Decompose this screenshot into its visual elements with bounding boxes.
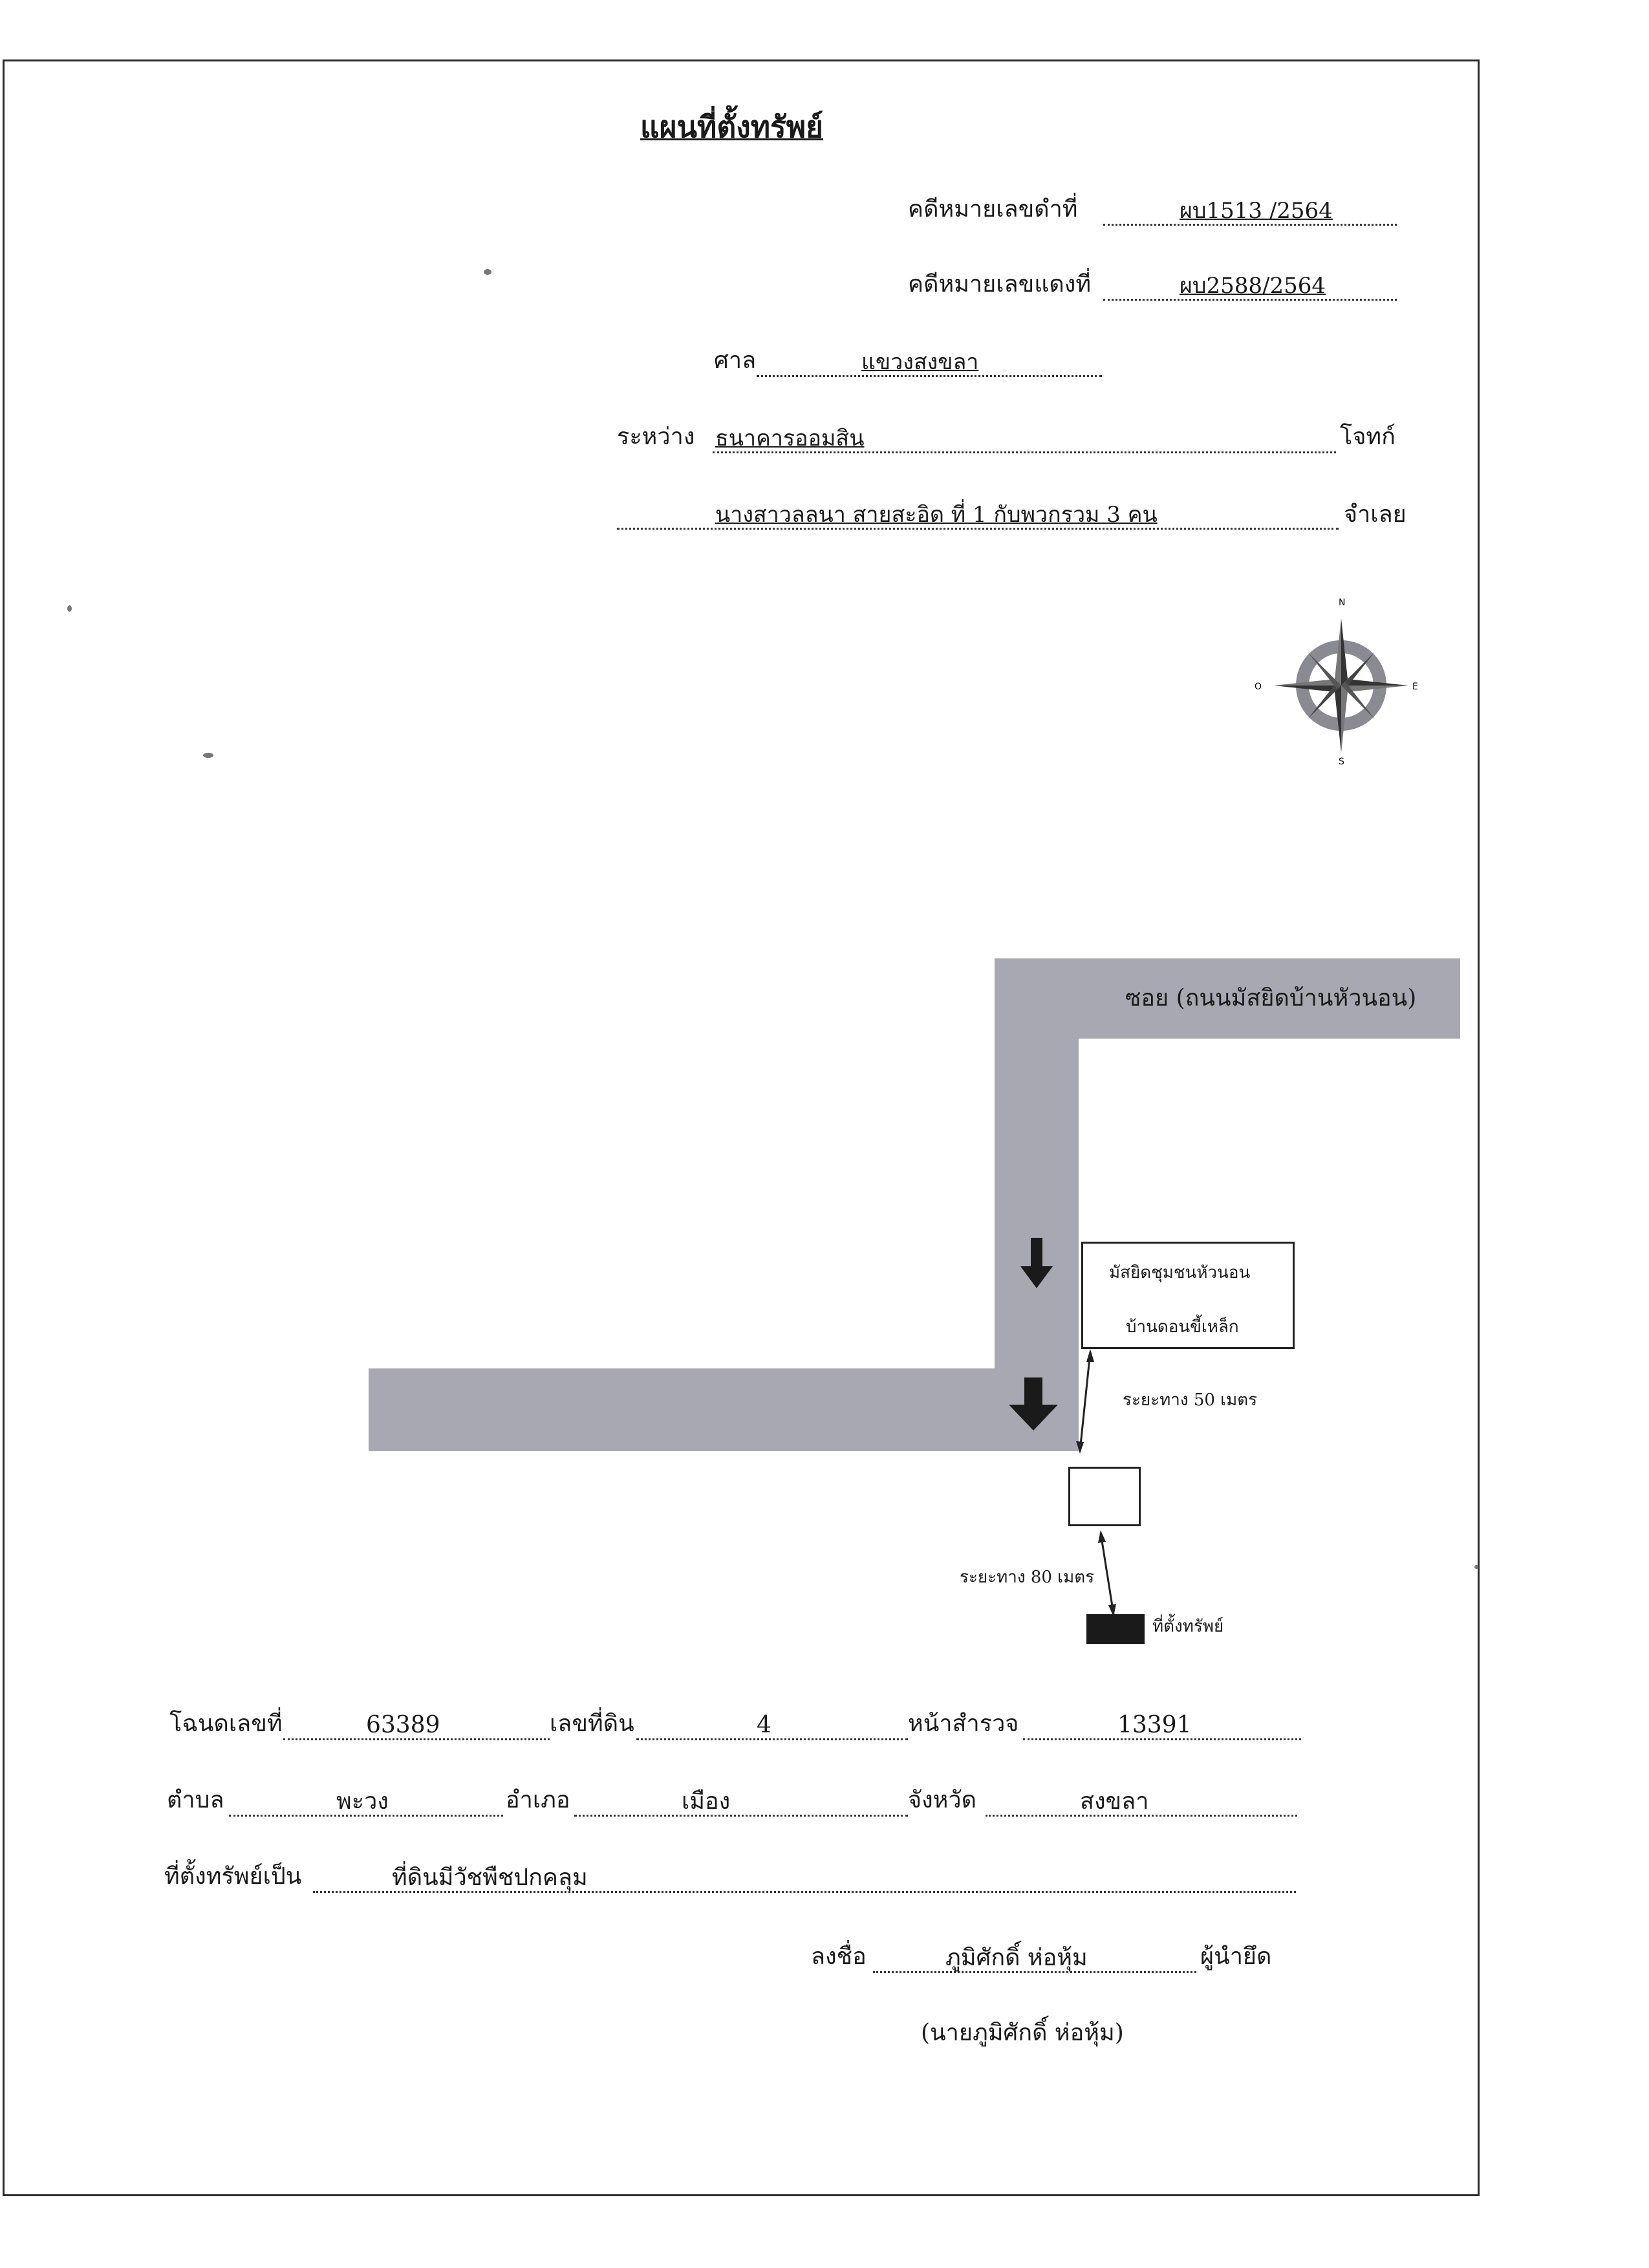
red-case-value: ผบ2588/2564 <box>1180 273 1326 299</box>
distance-80-label: ระยะทาง 80 เมตร <box>960 1568 1095 1587</box>
scan-speck <box>67 605 72 612</box>
scan-speck <box>203 753 213 758</box>
compass-rose-icon: N E S O <box>1255 598 1418 767</box>
tambon-label: ตำบล <box>167 1787 224 1813</box>
land-no-value: 4 <box>757 1712 771 1738</box>
road-horizontal-bottom <box>369 1368 1079 1451</box>
province-field: สงขลา <box>986 1789 1297 1817</box>
property-label: ที่ตั้งทรัพย์ <box>1152 1617 1224 1636</box>
province-value: สงขลา <box>1080 1788 1149 1815</box>
plaintiff-role: โจทก์ <box>1340 424 1396 450</box>
compass-w: O <box>1255 682 1262 692</box>
amphoe-field: เมือง <box>574 1789 908 1817</box>
black-case-value: ผบ1513 /2564 <box>1180 198 1333 224</box>
location-field: ที่ดินมีวัชพืชปกคลุม <box>313 1865 1296 1893</box>
black-case-field: ผบ1513 /2564 <box>1103 198 1397 226</box>
deed-label: โฉนดเลขที่ <box>169 1711 283 1737</box>
amphoe-value: เมือง <box>682 1788 731 1815</box>
tambon-field: พะวง <box>229 1789 503 1817</box>
signature-field: ภูมิศักดิ์ ห่อหุ้ม <box>873 1945 1196 1973</box>
location-value: ที่ดินมีวัชพืชปกคลุม <box>392 1864 588 1891</box>
land-no-label: เลขที่ดิน <box>550 1711 634 1737</box>
arrow-down-icon <box>1020 1238 1053 1288</box>
province-label: จังหวัด <box>908 1787 976 1813</box>
survey-field: 13391 <box>1023 1712 1301 1740</box>
intermediate-box <box>1068 1467 1141 1526</box>
property-marker <box>1086 1614 1145 1644</box>
scan-speck <box>484 269 491 275</box>
arrow-down-icon <box>1009 1377 1058 1431</box>
red-case-label: คดีหมายเลขแดงที่ <box>908 271 1092 297</box>
printed-name: (นายภูมิศักดิ์ ห่อหุ้ม) <box>921 2020 1124 2046</box>
court-value: แขวงสงขลา <box>861 349 979 375</box>
between-label: ระหว่าง <box>617 424 695 450</box>
tambon-value: พะวง <box>336 1788 389 1815</box>
deed-value: 63389 <box>366 1712 440 1738</box>
compass-e: E <box>1412 682 1418 692</box>
plaintiff-value: ธนาคารออมสิน <box>715 426 865 451</box>
signature-label: ลงชื่อ <box>811 1943 867 1970</box>
distance-arrows <box>1076 1349 1116 1617</box>
deed-field: 63389 <box>283 1712 550 1740</box>
land-no-field: 4 <box>636 1712 908 1740</box>
plaintiff-field: ธนาคารออมสิน <box>713 426 1336 453</box>
signature-role: ผู้นำยึด <box>1200 1943 1272 1970</box>
court-field: แขวงสงขลา <box>757 349 1102 377</box>
page-border <box>3 59 1480 2196</box>
road-label: ซอย (ถนนมัสยิดบ้านหัวนอน) <box>1125 985 1417 1011</box>
scan-speck <box>1474 1565 1478 1569</box>
mosque-name-line2: บ้านดอนขี้เหล็ก <box>1126 1317 1239 1337</box>
survey-label: หน้าสำรวจ <box>908 1711 1019 1737</box>
compass-s: S <box>1339 757 1344 767</box>
black-case-label: คดีหมายเลขดำที่ <box>908 196 1078 222</box>
defendant-value: นางสาวลลนา สายสะอิด ที่ 1 กับพวกรวม 3 คน <box>715 502 1158 528</box>
defendant-field: นางสาวลลนา สายสะอิด ที่ 1 กับพวกรวม 3 คน <box>617 502 1339 530</box>
amphoe-label: อำเภอ <box>506 1787 570 1813</box>
document-title: แผนที่ตั้งทรัพย์ <box>640 109 824 144</box>
signature-name: ภูมิศักดิ์ ห่อหุ้ม <box>945 1945 1088 1971</box>
red-case-field: ผบ2588/2564 <box>1103 273 1397 301</box>
survey-value: 13391 <box>1117 1712 1192 1738</box>
distance-50-label: ระยะทาง 50 เมตร <box>1123 1390 1258 1410</box>
mosque-box: มัสยิดชุมชนหัวนอน บ้านดอนขี้เหล็ก <box>1081 1242 1295 1349</box>
compass-n: N <box>1339 598 1345 608</box>
location-label: ที่ตั้งทรัพย์เป็น <box>164 1863 302 1890</box>
mosque-name-line1: มัสยิดชุมชนหัวนอน <box>1109 1263 1251 1282</box>
court-label: ศาล <box>714 347 757 374</box>
defendant-role: จำเลย <box>1344 501 1406 528</box>
